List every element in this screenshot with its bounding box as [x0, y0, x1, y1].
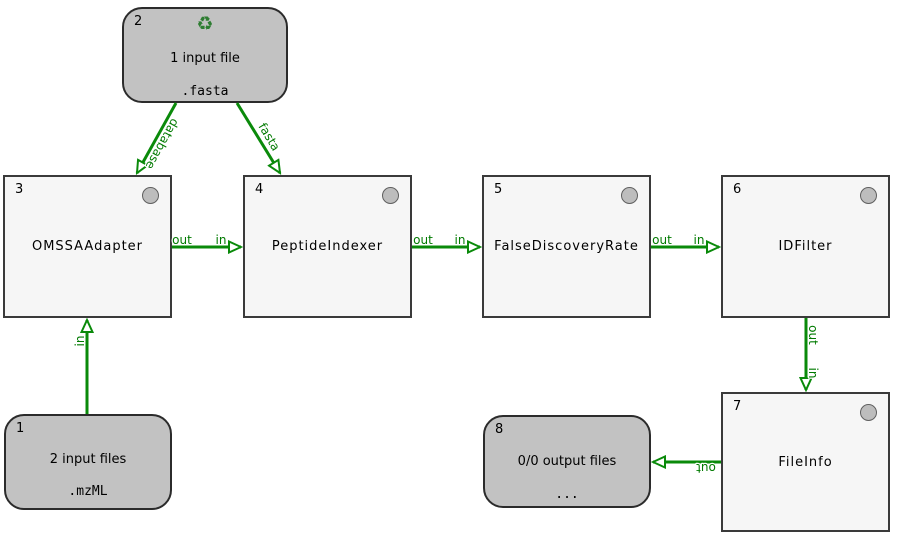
- node-number: 1: [16, 421, 25, 436]
- node-falsediscoveryrate[interactable]: 5 FalseDiscoveryRate: [482, 175, 651, 318]
- node-number: 5: [494, 182, 503, 197]
- edge-label-out: out: [652, 233, 672, 247]
- edge-label-in: in: [455, 233, 466, 247]
- edge-fdr-to-idfilter[interactable]: out in: [651, 232, 719, 247]
- edge-label-out: out: [413, 233, 433, 247]
- edge-fasta-to-omssa[interactable]: database: [135, 102, 183, 173]
- node-title: OMSSAAdapter: [31, 239, 144, 254]
- node-filetype: ...: [555, 487, 579, 502]
- node-input-mzml[interactable]: 1 2 input files .mzML: [4, 414, 172, 510]
- status-circle: [860, 404, 877, 421]
- edge-label-out: out: [696, 461, 716, 475]
- node-idfilter[interactable]: 6 IDFilter: [721, 175, 890, 318]
- recycle-icon: ♻: [196, 13, 214, 35]
- status-circle: [142, 187, 159, 204]
- status-circle: [621, 187, 638, 204]
- node-title: 1 input file: [170, 51, 240, 66]
- node-title: FileInfo: [778, 454, 833, 470]
- edge-fasta-to-indexer[interactable]: fasta: [235, 102, 284, 173]
- node-output-files[interactable]: 8 0/0 output files ...: [483, 415, 651, 508]
- edge-label-in: in: [73, 336, 87, 347]
- edge-label-in: in: [216, 233, 227, 247]
- node-filetype: .mzML: [68, 484, 108, 499]
- node-title: IDFilter: [778, 239, 833, 254]
- node-input-fasta[interactable]: 2 ♻ 1 input file .fasta: [122, 7, 288, 103]
- node-number: 3: [15, 182, 24, 197]
- node-filetype: .fasta: [181, 84, 229, 99]
- edge-indexer-to-fdr[interactable]: out in: [412, 232, 480, 247]
- status-circle: [382, 187, 399, 204]
- edge-label-database: database: [143, 116, 182, 171]
- node-number: 8: [495, 422, 504, 437]
- edge-idfilter-to-fileinfo[interactable]: out in: [806, 318, 821, 390]
- edge-label-in: in: [694, 233, 705, 247]
- node-peptideindexer[interactable]: 4 PeptideIndexer: [243, 175, 412, 318]
- node-title: 0/0 output files: [517, 454, 617, 469]
- node-number: 7: [733, 399, 742, 414]
- node-number: 4: [255, 182, 264, 197]
- status-circle: [860, 187, 877, 204]
- node-omssaadapter[interactable]: 3 OMSSAAdapter: [3, 175, 172, 318]
- edge-label-out: out: [806, 325, 820, 345]
- edge-fileinfo-to-output[interactable]: out: [653, 461, 721, 476]
- node-number: 2: [134, 14, 143, 29]
- node-title: PeptideIndexer: [271, 239, 384, 254]
- node-title: 2 input files: [49, 452, 127, 467]
- node-number: 6: [733, 182, 742, 197]
- edge-label-in: in: [806, 368, 820, 379]
- edge-label-out: out: [172, 233, 192, 247]
- edge-omssa-to-indexer[interactable]: out in: [171, 232, 241, 247]
- node-title: FalseDiscoveryRate: [494, 239, 639, 254]
- edge-mzml-to-omssa[interactable]: in: [72, 320, 87, 414]
- node-fileinfo[interactable]: 7 FileInfo: [721, 392, 890, 532]
